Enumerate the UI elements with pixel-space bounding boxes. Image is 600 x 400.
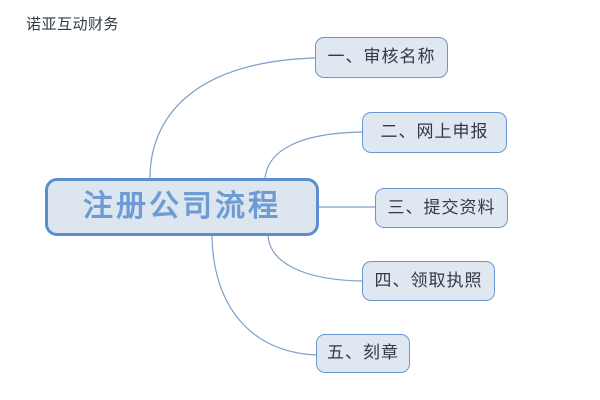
connector-branch-5 [211, 235, 317, 356]
brand-watermark: 诺亚互动财务 [26, 15, 120, 33]
branch-node-2-label: 二、网上申报 [380, 122, 489, 142]
branch-node-4[interactable]: 四、领取执照 [362, 261, 495, 301]
branch-node-5[interactable]: 五、刻章 [316, 334, 410, 373]
branch-node-3[interactable]: 三、提交资料 [375, 188, 508, 228]
branch-node-1-label: 一、审核名称 [327, 47, 436, 67]
branch-node-5-label: 五、刻章 [327, 343, 399, 363]
root-node-label: 注册公司流程 [83, 189, 281, 224]
root-node[interactable]: 注册公司流程 [45, 178, 319, 236]
connector-branch-1 [149, 57, 316, 179]
branch-node-2[interactable]: 二、网上申报 [362, 112, 507, 153]
branch-node-4-label: 四、领取执照 [374, 270, 483, 291]
connector-branch-4 [267, 235, 363, 282]
connector-branch-2 [264, 131, 363, 179]
branch-node-1[interactable]: 一、审核名称 [315, 37, 448, 78]
branch-node-3-label: 三、提交资料 [387, 197, 496, 218]
